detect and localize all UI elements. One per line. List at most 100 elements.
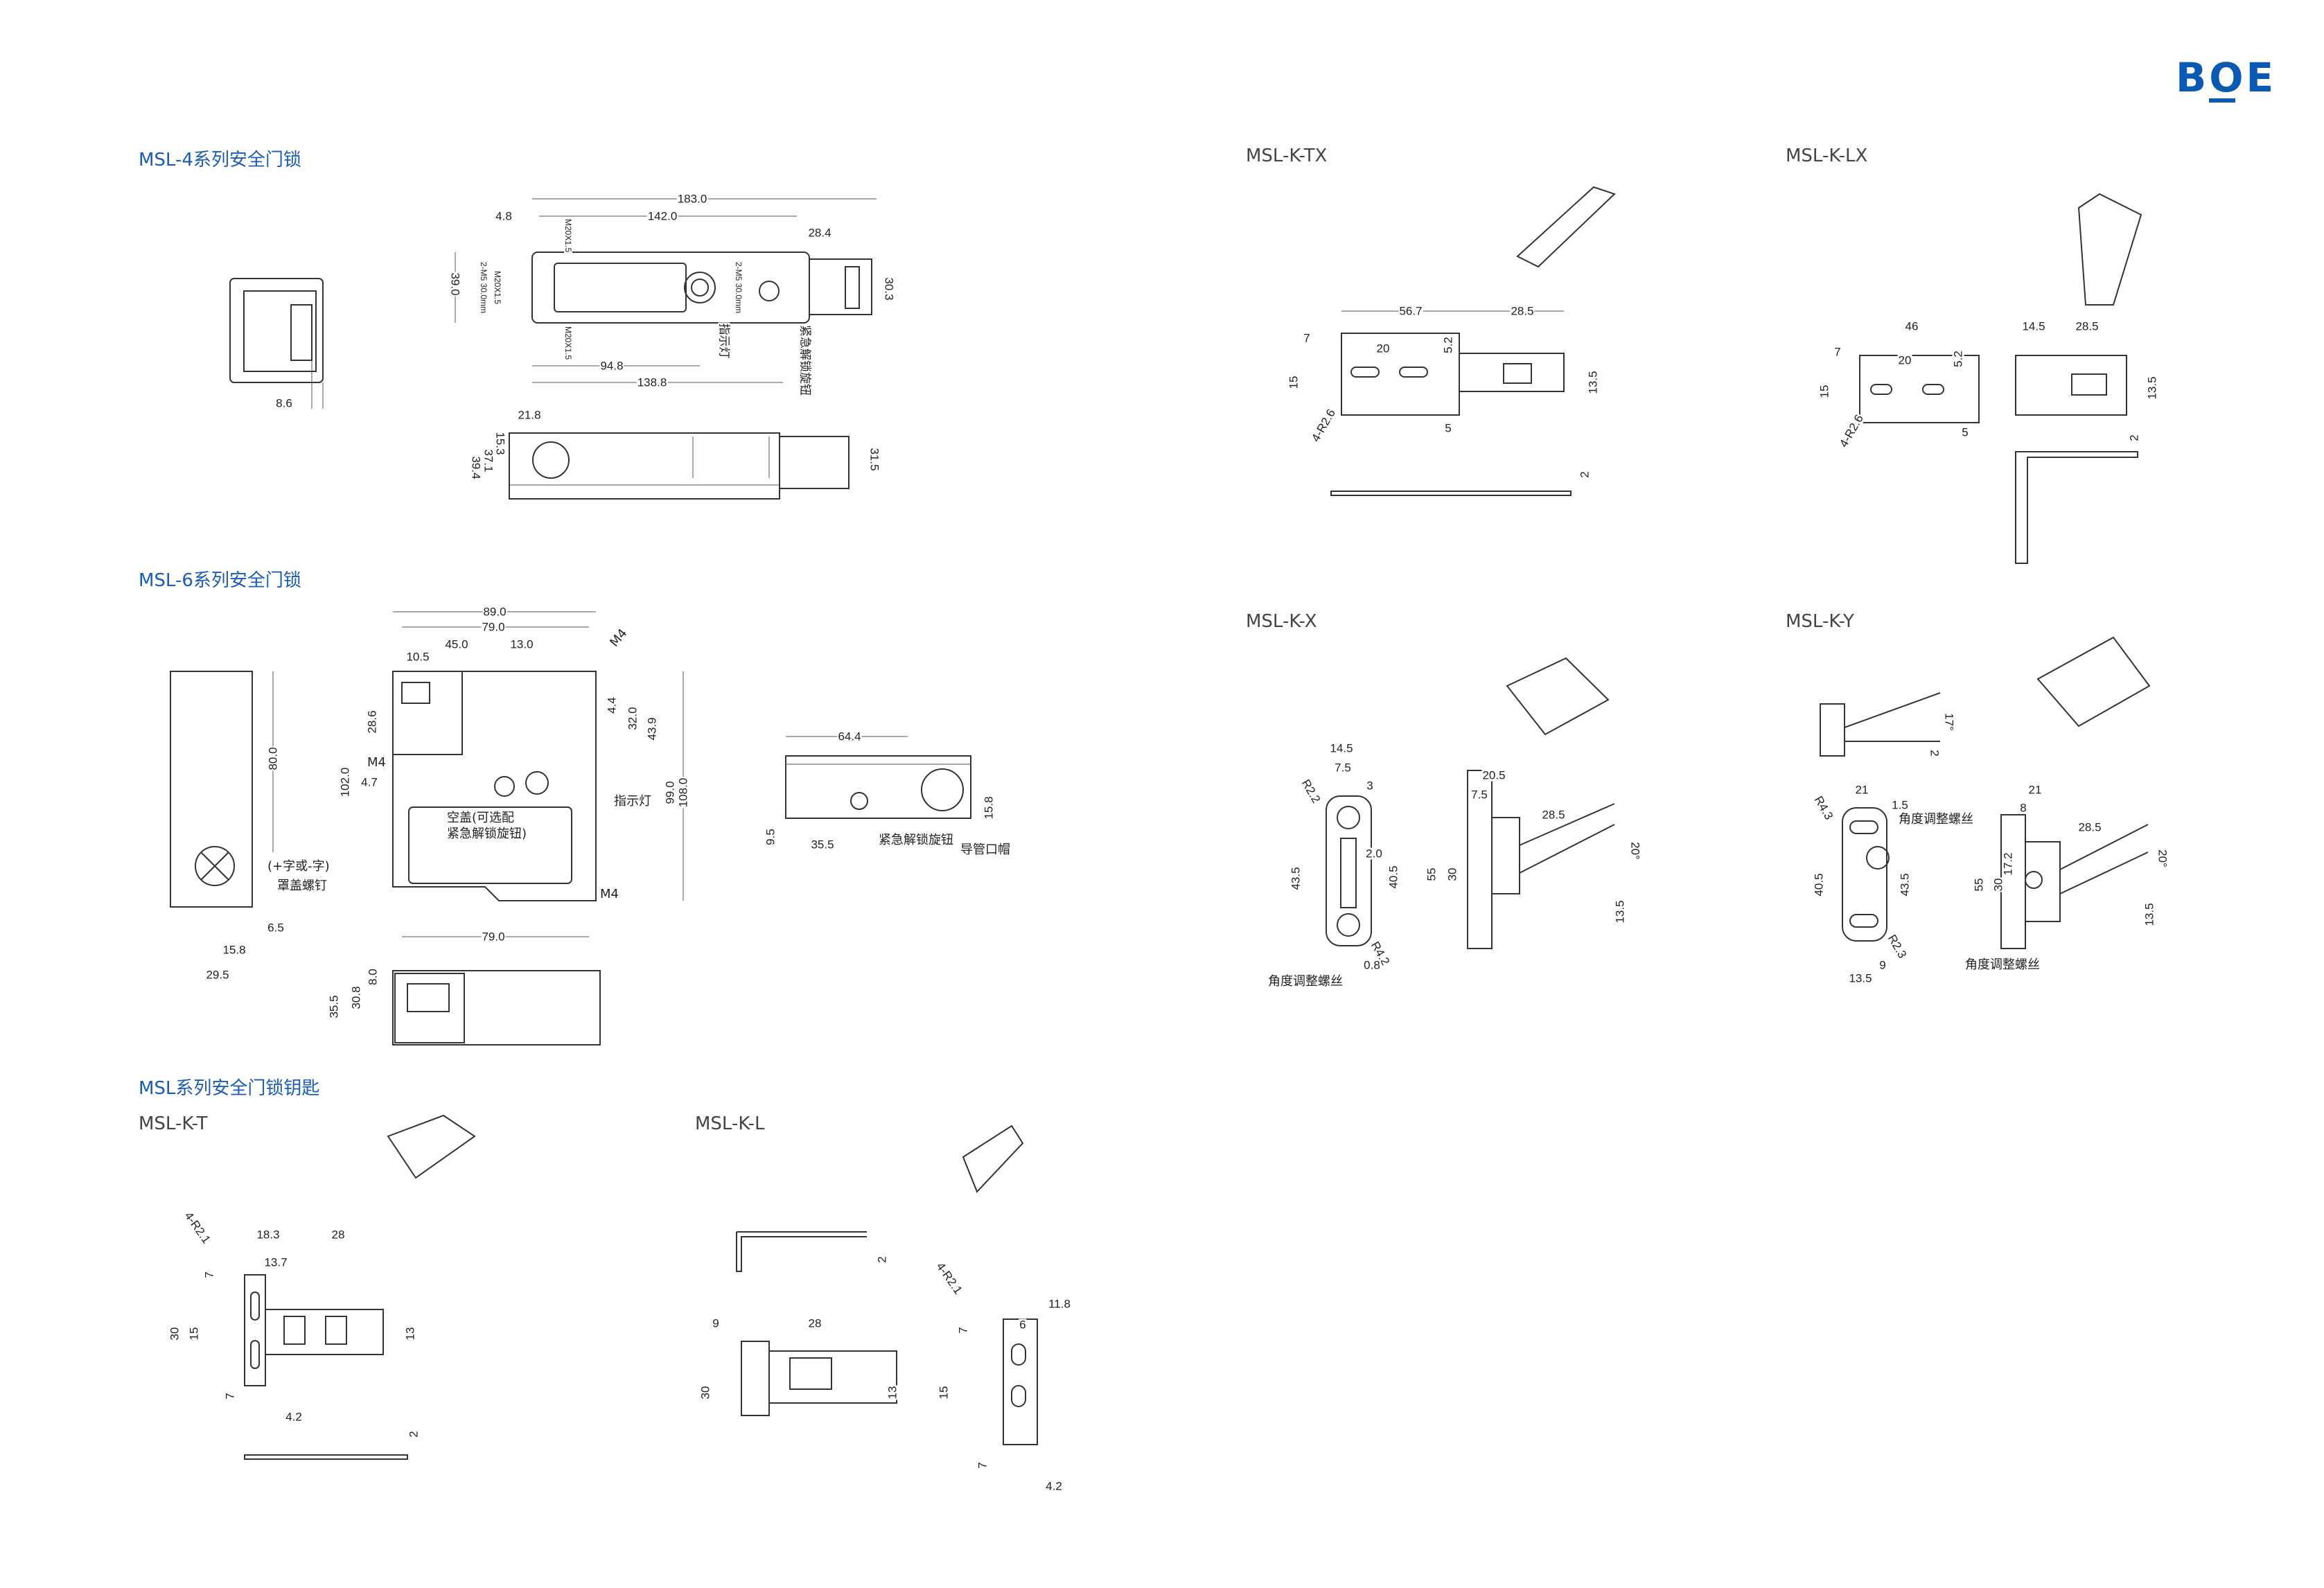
dimension-label: 5.2 (1441, 336, 1455, 354)
dimension-label: 7.5 (1470, 788, 1488, 802)
thread-label: M20X1.5 (493, 270, 502, 306)
dimension-label: 46 (1904, 319, 1919, 333)
dimension-label: 28.4 (807, 226, 832, 240)
dimension-label: 9.5 (764, 828, 777, 846)
subtitle-msl-k-lx: MSL-K-LX (1786, 145, 1868, 166)
dimension-label: 138.8 (636, 376, 668, 389)
callout-angle-adjust-screw: 角度调整螺丝 (1899, 812, 1973, 827)
dimension-label: 5.2 (1951, 350, 1965, 368)
dimension-label: 142.0 (646, 209, 678, 223)
msl6-bottom-view (392, 970, 601, 1046)
dimension-label: 2 (407, 1430, 421, 1438)
dimension-label: 4.4 (605, 696, 619, 714)
dimension-label: 11.8 (1048, 1297, 1071, 1311)
hole-label: 2-M5 30.0mm (734, 261, 743, 315)
dimension-label: 7 (956, 1326, 970, 1334)
dimension-label: 7 (976, 1461, 989, 1470)
dimension-label: 35.5 (810, 838, 835, 852)
callout-screw-type: (+字或-字) (267, 859, 330, 874)
dimension-label: 43.9 (645, 716, 659, 741)
dimension-label: 0.8 (1363, 958, 1381, 972)
hole-label-m4: M4 (367, 755, 386, 770)
dimension-label: 17° (1942, 712, 1956, 732)
dimension-label: 99.0 (663, 780, 677, 805)
dimension-label: 2.0 (1365, 847, 1383, 861)
callout-cover-screw: 罩盖螺钉 (277, 879, 327, 893)
dimension-label: 64.4 (837, 730, 862, 743)
dimension-label: 40.5 (1387, 865, 1400, 890)
dimension-label: 55 (1972, 877, 1986, 892)
msl-k-lx-drawing (1859, 193, 2142, 564)
msl6-front-view (392, 611, 684, 937)
dimension-label: 89.0 (482, 605, 507, 619)
msl4-bottom-view (509, 432, 850, 500)
dimension-label: 7 (1833, 345, 1842, 359)
dimension-label: 55 (1425, 867, 1438, 882)
dimension-label: 15.8 (222, 943, 247, 957)
dimension-label: 28.5 (2077, 820, 2102, 834)
subtitle-msl-k-tx: MSL-K-TX (1246, 145, 1328, 166)
dimension-label: 3 (1366, 779, 1374, 793)
dimension-label: 43.5 (1289, 866, 1303, 891)
thread-label: M20X1.5 (563, 218, 573, 254)
msl-k-tx-drawing (1330, 186, 1616, 496)
dimension-label: 8 (2019, 801, 2027, 815)
dimension-label: 45.0 (444, 637, 469, 651)
dimension-label: 28.5 (1510, 304, 1535, 318)
dimension-label: 9 (712, 1316, 720, 1330)
dimension-label: 15.8 (982, 795, 996, 820)
subtitle-msl-k-x: MSL-K-X (1246, 611, 1317, 632)
callout-emergency-release-knob: 紧急解锁旋钮 (798, 324, 812, 396)
dimension-label: 37.1 (482, 448, 495, 473)
dimension-label: 8.0 (366, 968, 380, 986)
thread-label: M20X1.5 (563, 325, 573, 361)
callout-indicator-light: 指示灯 (614, 794, 651, 809)
dimension-label: 28.5 (2075, 319, 2099, 333)
dimension-label: 4.8 (495, 209, 513, 223)
dimension-label: 30.8 (349, 985, 363, 1010)
msl-k-y-drawing (1820, 636, 2151, 949)
dimension-label: 32.0 (626, 706, 640, 731)
section-title-msl6: MSL-6系列安全门锁 (139, 570, 301, 591)
dimension-label: 30 (1445, 867, 1459, 882)
dimension-label: 13 (403, 1326, 417, 1341)
callout-conduit-cap: 导管口帽 (960, 842, 1010, 857)
dimension-label: 20 (1375, 342, 1391, 355)
dimension-label: 4.2 (285, 1410, 303, 1424)
dimension-label: 9 (1878, 958, 1887, 972)
dimension-label: 79.0 (481, 930, 506, 944)
dimension-label: 13.5 (1848, 971, 1873, 985)
dimension-label: 30 (698, 1385, 712, 1400)
msl4-top-view (455, 198, 877, 383)
dimension-label: 6.5 (267, 921, 285, 935)
dimension-label: 14.5 (1329, 741, 1354, 755)
dimension-label: 21 (2027, 783, 2043, 797)
msl6-right-view (785, 736, 971, 819)
hole-label: 2-M5 30.0mm (479, 261, 488, 315)
dimension-label: 28 (331, 1228, 346, 1242)
dimension-label: 20.5 (1481, 768, 1506, 782)
msl-k-x-drawing (1326, 657, 1615, 949)
dimension-label: 30 (1991, 877, 2005, 892)
dimension-label: 28.6 (365, 709, 379, 734)
dimension-label: 29.5 (205, 968, 230, 982)
dimension-label: 28 (807, 1316, 822, 1330)
dimension-label: 14.5 (2021, 319, 2046, 333)
dimension-label: 13.0 (509, 637, 534, 651)
callout-angle-adjust-screw: 角度调整螺丝 (1268, 974, 1343, 989)
dimension-label: 20° (1628, 841, 1642, 861)
dimension-label: 7.5 (1334, 761, 1352, 775)
dimension-label: 5 (1961, 425, 1969, 439)
dimension-label: 28.5 (1541, 808, 1566, 822)
dimension-label: 7 (202, 1271, 216, 1279)
dimension-label: 79.0 (481, 620, 506, 634)
dimension-label: 8.6 (275, 396, 293, 410)
dimension-label: 13.5 (2145, 376, 2159, 400)
dimension-label: 13.7 (263, 1255, 288, 1269)
dimension-label: 21.8 (517, 408, 542, 422)
dimension-label: 108.0 (676, 777, 690, 809)
dimension-label: 10.5 (405, 650, 430, 664)
subtitle-msl-k-l: MSL-K-L (695, 1113, 765, 1134)
dimension-label: 15 (1817, 384, 1831, 399)
